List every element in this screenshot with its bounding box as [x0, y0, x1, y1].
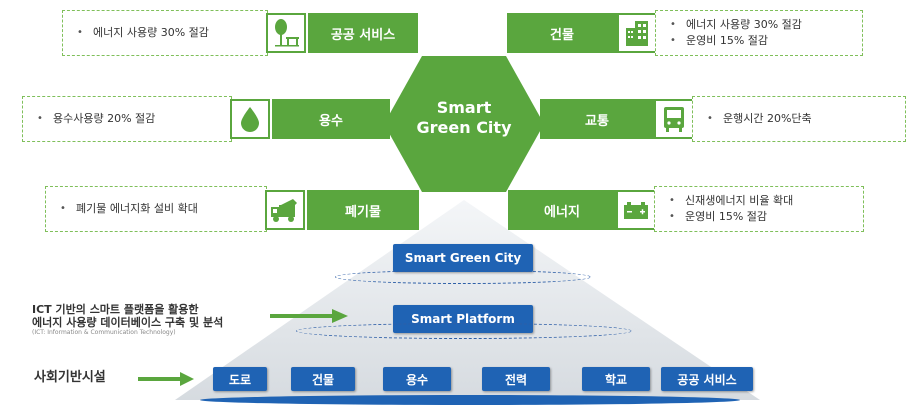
infra-item: 공공 서비스 — [661, 367, 753, 391]
bullet-item: 폐기물 에너지화 설비 확대 — [60, 201, 266, 217]
building-icon — [626, 21, 648, 46]
hub-hexagon — [384, 56, 544, 192]
infra-arrow-icon — [138, 372, 194, 386]
energy-label: 에너지 — [508, 190, 616, 230]
infra-item: 건물 — [291, 367, 355, 391]
traffic-icon-box — [654, 99, 694, 139]
building-text: 건물 — [550, 27, 574, 43]
bullet-item: 운영비 15% 절감 — [669, 209, 863, 225]
pyramid-top-ellipse — [335, 270, 591, 284]
waste-label: 폐기물 — [307, 190, 419, 230]
water-label: 용수 — [272, 99, 390, 139]
traffic-label: 교통 — [540, 99, 654, 139]
infra-item-text: 도로 — [228, 372, 252, 387]
bullet-item: 용수사용량 20% 절감 — [37, 111, 231, 127]
hub-title: Smart Green City — [382, 98, 546, 138]
water-text: 용수 — [319, 113, 343, 129]
building-icon-box — [617, 13, 657, 53]
pyramid-top-label: Smart Green City — [393, 244, 533, 272]
infra-item: 학교 — [582, 367, 650, 391]
bullet-item: 신재생에너지 비율 확대 — [669, 193, 863, 209]
energy-icon-box — [616, 190, 656, 230]
bullet-item: 운행시간 20%단축 — [707, 111, 905, 127]
pyramid-top-text: Smart Green City — [404, 251, 522, 265]
traffic-info: 운행시간 20%단축 — [692, 96, 906, 142]
water-info: 용수사용량 20% 절감 — [22, 96, 232, 142]
infra-item: 전력 — [482, 367, 550, 391]
waste-text: 폐기물 — [345, 204, 381, 220]
platform-desc-line1: ICT 기반의 스마트 플랫폼을 활용한 — [32, 303, 199, 316]
infra-label: 사회기반시설 — [34, 371, 106, 384]
hub-title-line2: Green City — [416, 118, 512, 137]
bullet-item: 에너지 사용량 30% 절감 — [77, 25, 267, 41]
infra-item: 도로 — [213, 367, 267, 391]
bus-icon — [664, 107, 684, 132]
infra-item: 용수 — [383, 367, 451, 391]
tree-bench-icon — [275, 19, 299, 47]
building-info: 에너지 사용량 30% 절감 운영비 15% 절감 — [655, 10, 863, 56]
platform-description: ICT 기반의 스마트 플랫폼을 활용한 에너지 사용량 데이터베이스 구축 및… — [32, 303, 223, 337]
traffic-text: 교통 — [585, 113, 609, 129]
public-service-info: 에너지 사용량 30% 절감 — [62, 10, 268, 56]
pyramid-middle-ellipse — [296, 323, 632, 339]
energy-text: 에너지 — [544, 204, 580, 220]
bullet-item: 에너지 사용량 30% 절감 — [670, 17, 862, 33]
garbage-truck-icon — [271, 199, 297, 222]
infra-item-text: 건물 — [311, 372, 335, 387]
public-service-icon-box — [266, 13, 306, 53]
infra-label-text: 사회기반시설 — [34, 370, 106, 385]
infra-item-text: 전력 — [504, 372, 528, 387]
public-service-text: 공공 서비스 — [330, 27, 396, 43]
battery-icon — [624, 202, 648, 219]
water-drop-icon — [241, 107, 259, 132]
infra-item-text: 학교 — [604, 372, 628, 387]
infra-item-text: 용수 — [405, 372, 429, 387]
infra-item-text: 공공 서비스 — [677, 372, 737, 387]
bullet-item: 운영비 15% 절감 — [670, 33, 862, 49]
water-icon-box — [230, 99, 270, 139]
platform-desc-line2: 에너지 사용량 데이터베이스 구축 및 분석 — [32, 316, 224, 329]
hub-title-line1: Smart — [436, 98, 492, 117]
building-label: 건물 — [507, 13, 617, 53]
energy-info: 신재생에너지 비율 확대 운영비 15% 절감 — [654, 186, 864, 232]
public-service-label: 공공 서비스 — [308, 13, 418, 53]
platform-arrow-icon — [270, 309, 348, 323]
waste-info: 폐기물 에너지화 설비 확대 — [45, 186, 267, 232]
waste-icon-box — [265, 190, 305, 230]
platform-desc-note: (ICT: Information & Communication Techno… — [32, 329, 176, 336]
